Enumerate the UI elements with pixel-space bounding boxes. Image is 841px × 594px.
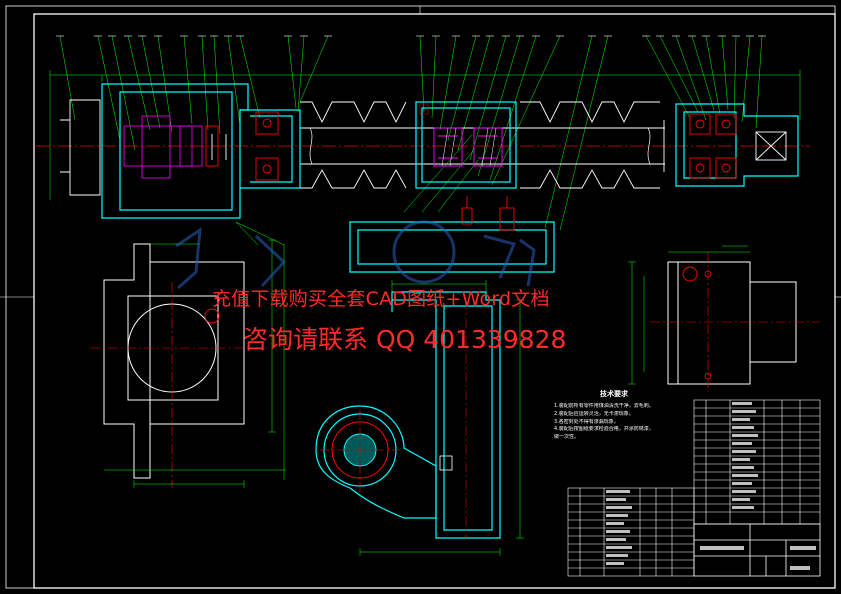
tech-note-3: 3.各密封处不得有渗漏现象。 (554, 418, 619, 425)
central-coupling-housing (415, 101, 517, 189)
tech-note-2: 2.装配后应运转灵活，无卡滞现象。 (554, 410, 634, 417)
left-gearbox-housing (101, 83, 301, 219)
central-hatching (419, 103, 497, 167)
right-bearing-housing (675, 103, 799, 187)
right-shaft-end (755, 131, 787, 161)
arm-bolt (439, 455, 453, 471)
parts-list-table-lower (567, 487, 695, 577)
crank-bearing (320, 410, 400, 492)
arm-dimensions (359, 280, 524, 556)
watermark-line-1: 充值下载购买全套CAD图纸+Word文档 (212, 288, 550, 310)
tech-note-1: 1.装配前所有零件用煤油清洗干净，去毛刺。 (554, 403, 654, 409)
top-dimensions (49, 70, 801, 200)
leader-lines (59, 35, 763, 246)
main-shaft (60, 99, 665, 196)
drawing-frame (0, 5, 841, 589)
right-bearings (689, 113, 737, 179)
watermark-line-2: 咨询请联系 QQ 401339828 (243, 325, 567, 354)
side-view-bracket (103, 243, 245, 479)
side-view-bore (90, 282, 270, 488)
left-bearings (205, 111, 279, 181)
right-side-view-marks (650, 252, 820, 392)
tech-note-4: 4.装配后按图纸要求检验合格，并涂防锈漆， (554, 426, 654, 433)
drive-housing (349, 221, 555, 273)
watermark-logo (175, 220, 536, 290)
left-gear-internals (123, 115, 203, 179)
drive-bolts (461, 196, 515, 231)
table-text-blocks (606, 402, 816, 570)
crank-arm (315, 405, 437, 519)
technical-requirements-title: 技术要求 (600, 390, 628, 398)
tech-note-5: 做一次性。 (554, 434, 580, 441)
bellows-cover (300, 101, 660, 189)
vertical-arm (391, 291, 501, 539)
central-coupling-internals (433, 127, 503, 167)
technical-requirements-notes: 1.装配前所有零件用煤油清洗干净，去毛刺。 2.装配后应运转灵活，无卡滞现象。 … (554, 403, 694, 442)
right-side-view-dimensions (628, 245, 750, 385)
title-block (693, 523, 821, 577)
side-view-dimensions (104, 239, 286, 488)
parts-list-table (693, 399, 821, 525)
